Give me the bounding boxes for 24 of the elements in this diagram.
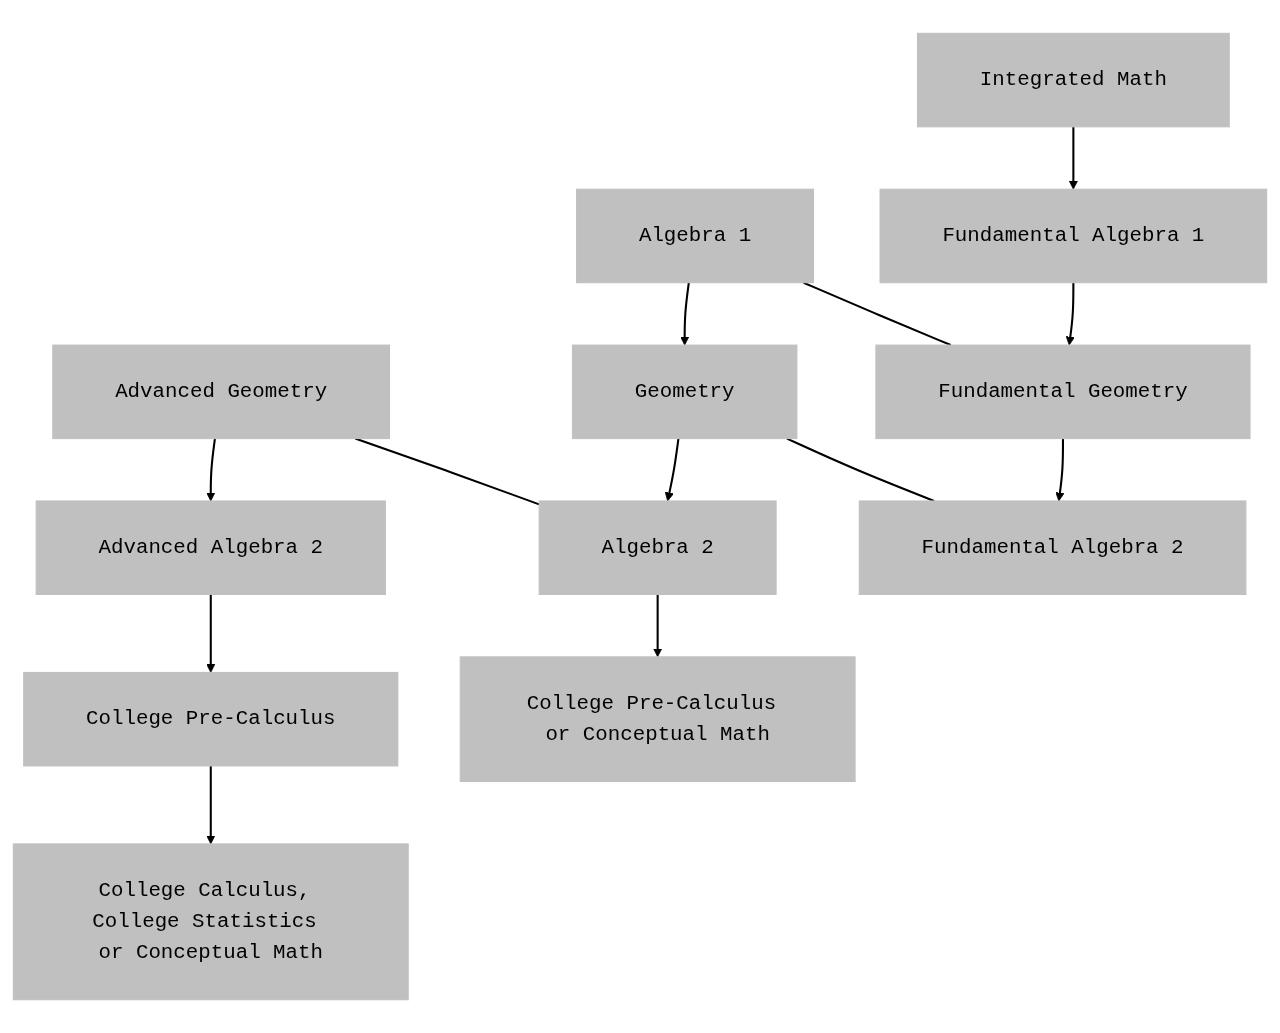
node-box: College Calculus, College Statistics or Conceptual Math (12, 843, 409, 1001)
arrow (1065, 282, 1075, 346)
arrow (1068, 126, 1078, 190)
arrow (206, 594, 216, 673)
node-box: Geometry (571, 344, 798, 440)
arrow (206, 765, 216, 845)
node-box: Algebra 2 (538, 500, 777, 595)
arrow (653, 594, 663, 658)
node-box: College Pre-Calculus (23, 671, 399, 767)
node-box: Advanced Geometry (52, 344, 391, 440)
arrow (664, 438, 680, 502)
arrow (1055, 438, 1065, 502)
arrow (206, 438, 216, 502)
node-box: Advanced Algebra 2 (35, 500, 386, 595)
node-box: Fundamental Geometry (875, 344, 1251, 440)
node-box: Algebra 1 (576, 188, 815, 284)
node-box: Fundamental Algebra 1 (879, 188, 1268, 284)
node-box: Fundamental Algebra 2 (858, 500, 1247, 595)
node-box: College Pre-Calculus or Conceptual Math (459, 656, 856, 782)
connector (354, 437, 540, 506)
node-box: Integrated Math (916, 32, 1230, 128)
arrow (680, 282, 690, 346)
connector (803, 281, 952, 346)
connector (786, 437, 935, 502)
